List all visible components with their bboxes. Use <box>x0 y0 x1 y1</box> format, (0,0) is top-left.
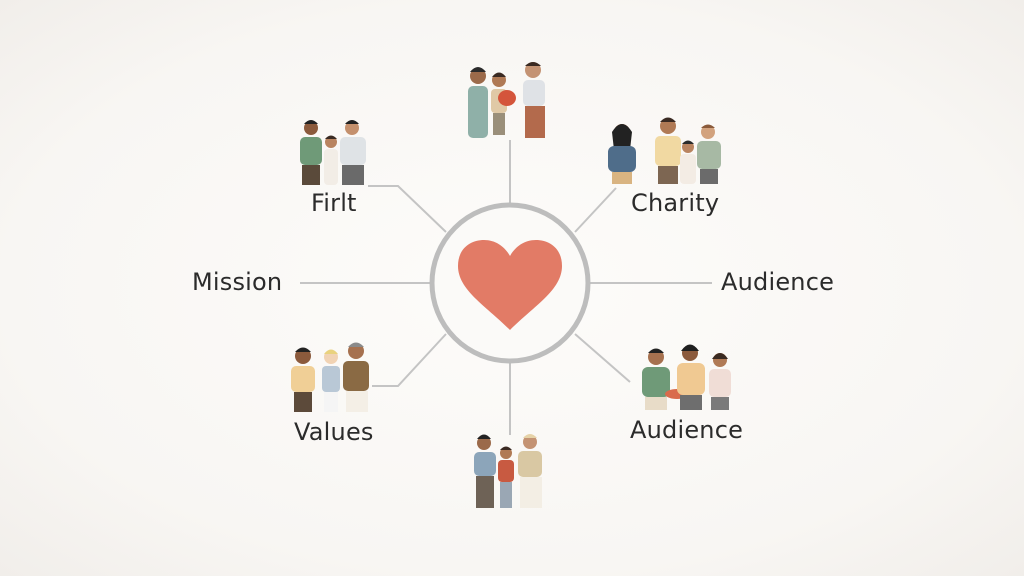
person-figure <box>324 135 338 185</box>
person-figure <box>655 117 681 184</box>
top-group-illustration <box>468 62 545 138</box>
connector-first <box>368 185 447 233</box>
person-figure <box>322 349 340 412</box>
person-figure <box>697 124 721 184</box>
connector-audience-bottom <box>574 333 631 383</box>
person-figure <box>343 342 369 412</box>
person-figure <box>680 140 696 184</box>
person-figure <box>291 347 315 412</box>
person-figure <box>498 446 514 508</box>
heart-icon <box>458 240 562 330</box>
connectors <box>300 140 712 435</box>
top-left-group-illustration <box>300 120 366 185</box>
bottom-group-illustration <box>474 434 542 508</box>
label-audience: Audience <box>721 268 835 296</box>
person-figure <box>642 348 670 410</box>
label-charity: Charity <box>631 189 720 217</box>
bottom-left-group-illustration <box>291 342 369 412</box>
label-mission: Mission <box>192 268 283 296</box>
person-figure <box>300 120 322 185</box>
person-figure <box>518 434 542 508</box>
top-right-group-illustration <box>608 117 721 184</box>
label-values: Values <box>294 418 374 446</box>
person-figure <box>523 62 545 138</box>
connector-charity <box>574 187 617 233</box>
connector-values <box>372 333 447 387</box>
person-figure <box>709 353 731 410</box>
person-figure <box>468 67 488 138</box>
gift-icon <box>498 90 516 106</box>
person-figure <box>608 124 636 184</box>
label-first: Firlt <box>311 189 357 217</box>
bottom-right-group-illustration <box>642 344 731 410</box>
person-figure <box>340 120 366 185</box>
person-figure <box>474 434 496 508</box>
person-figure <box>677 344 705 410</box>
label-audience-bottom: Audience <box>630 416 744 444</box>
